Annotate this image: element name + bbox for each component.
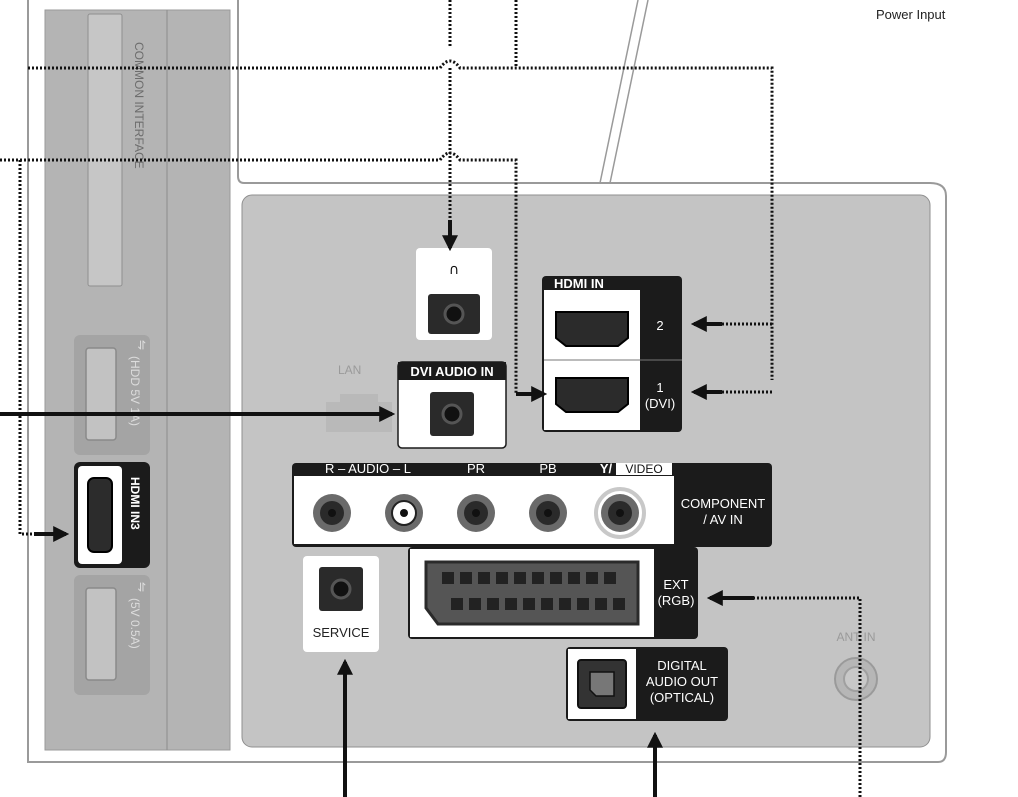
ext-label-1: EXT <box>663 577 688 592</box>
optical-label-3: (OPTICAL) <box>650 690 714 705</box>
service-jack[interactable] <box>330 578 352 600</box>
scart-pins <box>442 572 625 610</box>
rca-jack-icon[interactable] <box>457 494 495 532</box>
solid-arrows <box>0 220 754 797</box>
usb-icon: ⇋ <box>135 340 149 350</box>
rca-jack-icon[interactable] <box>594 487 646 539</box>
hdmi-in3-port[interactable] <box>87 477 113 553</box>
pb-label: PB <box>539 461 556 476</box>
tv-body-outline <box>27 0 947 763</box>
component-label-1: COMPONENT <box>681 496 766 511</box>
hdmi-port-2[interactable] <box>555 311 629 347</box>
usb-port-1-label: (HDD 5V 1A) <box>128 356 142 426</box>
hdmi-in-2-label: 2 <box>656 318 663 333</box>
ext-label-2: (RGB) <box>658 593 695 608</box>
optical-out-block: DIGITAL AUDIO OUT (OPTICAL) <box>566 647 728 721</box>
hdmi-in-1-label: 1 <box>656 380 663 395</box>
rca-jack-icon[interactable] <box>313 494 351 532</box>
video-label: VIDEO <box>625 462 662 476</box>
lan-label: LAN <box>338 363 361 377</box>
hdmi-in-label: HDMI IN <box>554 276 604 291</box>
pr-label: PR <box>467 461 485 476</box>
service-label: SERVICE <box>313 625 370 640</box>
common-interface-label: COMMON INTERFACE <box>132 42 146 169</box>
optical-label-1: DIGITAL <box>657 658 707 673</box>
component-label-2: / AV IN <box>703 512 743 527</box>
hdmi-in-block: HDMI IN 2 1 (DVI) <box>542 276 682 432</box>
audio-lr-label: R – AUDIO – L <box>325 461 411 476</box>
hdmi-port-1[interactable] <box>555 377 629 413</box>
side-panel: COMMON INTERFACE ⇋ (HDD 5V 1A) HDMI IN3 … <box>44 9 231 751</box>
power-input-label: Power Input <box>876 7 946 22</box>
service-block: SERVICE <box>303 556 379 652</box>
headphone-jack[interactable] <box>443 303 465 325</box>
optical-label-2: AUDIO OUT <box>646 674 718 689</box>
usb-port-2[interactable] <box>85 587 117 681</box>
headphone-jack-block: ∩ <box>416 248 492 340</box>
rca-jack-icon[interactable] <box>529 494 567 532</box>
usb-port-1[interactable] <box>85 347 117 441</box>
ext-rgb-block: EXT (RGB) <box>408 547 698 639</box>
y-label: Y/ <box>600 461 613 476</box>
rca-jack-icon[interactable] <box>385 494 423 532</box>
hdmi-in-1-sub-label: (DVI) <box>645 396 675 411</box>
dvi-audio-in-label: DVI AUDIO IN <box>410 364 493 379</box>
dotted-connection-lines <box>0 0 862 797</box>
dvi-audio-in-block: DVI AUDIO IN <box>397 361 507 449</box>
usb-icon: ⇋ <box>135 582 149 592</box>
ant-in-block: ANT IN <box>834 630 878 701</box>
ant-in-label: ANT IN <box>836 630 875 644</box>
hdmi-in3-label: HDMI IN3 <box>128 477 142 530</box>
common-interface-slot[interactable] <box>87 13 123 287</box>
usb-port-2-label: (5V 0.5A) <box>128 598 142 649</box>
dvi-audio-jack[interactable] <box>441 403 463 425</box>
component-av-block: R – AUDIO – L PR PB Y/ VIDEO COMPONENT /… <box>292 461 772 547</box>
headphone-icon: ∩ <box>449 262 459 278</box>
scart-connector-icon[interactable] <box>424 560 640 626</box>
